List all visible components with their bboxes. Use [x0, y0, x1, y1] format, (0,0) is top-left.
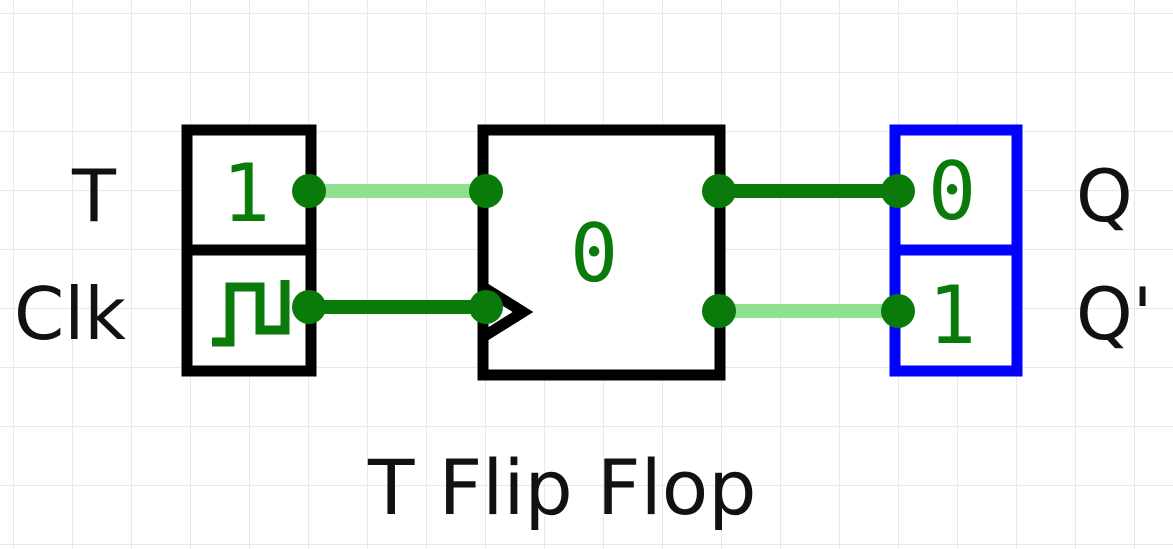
label-t: T [72, 154, 116, 238]
node-qbar-in[interactable] [881, 294, 915, 328]
node-ff-qbar-out[interactable] [702, 294, 736, 328]
node-ff-q-out[interactable] [702, 174, 736, 208]
output-q-value: 0 [928, 145, 977, 238]
flipflop-body[interactable] [477, 124, 726, 381]
label-q: Q [1076, 154, 1133, 238]
diagram-title: T Flip Flop [368, 443, 757, 532]
node-ff-clk-in[interactable] [469, 290, 503, 324]
output-qbar-value: 1 [928, 269, 977, 362]
flipflop-state: 0 [570, 207, 619, 300]
input-t-value[interactable]: 1 [222, 147, 271, 240]
label-qbar: Q' [1076, 272, 1153, 356]
label-clk: Clk [14, 272, 126, 356]
node-q-in[interactable] [881, 174, 915, 208]
node-ff-t-in[interactable] [469, 174, 503, 208]
square-wave-icon [212, 280, 290, 347]
node-clk-out[interactable] [292, 290, 326, 324]
node-t-out[interactable] [292, 174, 326, 208]
